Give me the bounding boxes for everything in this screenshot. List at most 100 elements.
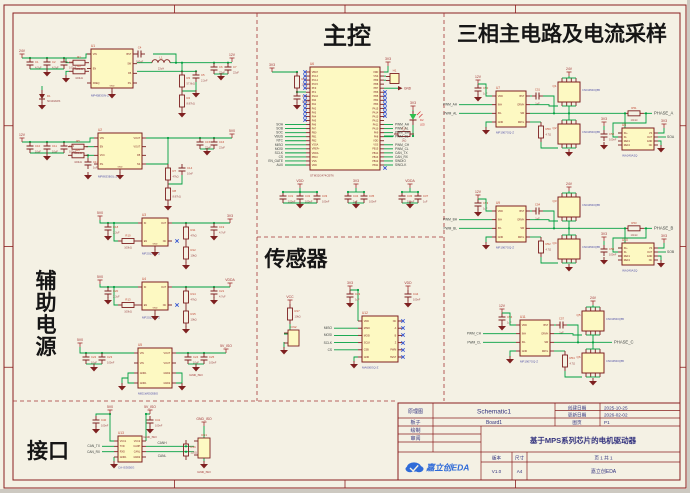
- wire[interactable]: [478, 198, 492, 212]
- power-flag-3V3[interactable]: 3V3: [601, 232, 607, 241]
- wire[interactable]: [509, 350, 516, 357]
- power-flag-3V3[interactable]: 3V3: [385, 57, 391, 66]
- power-flag-5V0[interactable]: 5V0: [97, 275, 103, 284]
- capacitor-C1[interactable]: C14.7uF: [26, 58, 43, 70]
- gnd-symbol[interactable]: [164, 203, 172, 211]
- net-label[interactable]: PWM_CL: [467, 340, 481, 344]
- net-label-phase[interactable]: PHASE_B: [654, 226, 674, 231]
- no-connect-marker[interactable]: [175, 239, 179, 243]
- no-connect-marker[interactable]: [383, 106, 387, 110]
- wire[interactable]: [612, 113, 647, 138]
- wire[interactable]: [153, 53, 177, 63]
- power-flag-3V3[interactable]: 3V3: [661, 119, 667, 128]
- power-flag-VDD[interactable]: VDD: [404, 281, 412, 290]
- no-connect-marker[interactable]: [303, 110, 307, 114]
- no-connect-marker[interactable]: [401, 341, 405, 345]
- gnd-symbol[interactable]: [406, 201, 414, 209]
- power-flag-5V0[interactable]: 5V0: [107, 405, 113, 414]
- wire[interactable]: [658, 128, 665, 134]
- power-flag-GND_ISO[interactable]: GND_ISO: [196, 417, 212, 426]
- no-connect-marker[interactable]: [303, 102, 307, 106]
- no-connect-marker[interactable]: [303, 74, 307, 78]
- no-connect-marker[interactable]: [303, 86, 307, 90]
- net-label[interactable]: SWDIO: [395, 159, 406, 163]
- power-flag-5V0[interactable]: 5V0: [97, 211, 103, 220]
- wire[interactable]: [658, 243, 665, 249]
- connector-H1[interactable]: H1: [386, 69, 400, 84]
- wire[interactable]: [658, 255, 662, 261]
- power-flag-12V[interactable]: 12V: [475, 190, 482, 199]
- net-label[interactable]: PWM_BL: [444, 226, 458, 230]
- net-label[interactable]: AUX: [276, 163, 283, 167]
- net-label[interactable]: PWM_AL: [444, 111, 458, 115]
- net-label[interactable]: PWM_BL: [395, 135, 409, 139]
- wire[interactable]: [121, 377, 128, 384]
- gnd-symbol[interactable]: GND_ISO: [143, 426, 157, 439]
- gnd-symbol[interactable]: [90, 364, 98, 372]
- gnd-symbol[interactable]: [116, 172, 124, 180]
- gnd-symbol[interactable]: [474, 209, 482, 217]
- net-label[interactable]: PWM_AL: [395, 127, 409, 131]
- power-flag-VDD[interactable]: VDD: [296, 179, 304, 188]
- gnd-symbol[interactable]: [151, 249, 159, 257]
- gnd-symbol[interactable]: [565, 264, 573, 272]
- net-label-phase[interactable]: PHASE_C: [614, 340, 634, 345]
- wire[interactable]: [353, 356, 358, 362]
- gnd-symbol[interactable]: [482, 242, 490, 250]
- gnd-symbol[interactable]: [210, 233, 218, 241]
- power-flag-3V3[interactable]: 3V3: [269, 63, 275, 72]
- gnd-symbol[interactable]: [280, 347, 288, 355]
- no-connect-marker[interactable]: [401, 326, 405, 330]
- gnd-symbol[interactable]: [151, 313, 159, 321]
- gnd-symbol[interactable]: [178, 110, 186, 118]
- no-connect-marker[interactable]: [383, 110, 387, 114]
- gnd-symbol[interactable]: [296, 201, 304, 209]
- net-label[interactable]: PWM_AH: [443, 103, 458, 107]
- gnd-symbol[interactable]: [43, 153, 51, 161]
- net-label[interactable]: SCLK: [324, 341, 333, 345]
- no-connect-marker[interactable]: [383, 114, 387, 118]
- wire[interactable]: [65, 70, 69, 75]
- wire[interactable]: [485, 121, 492, 128]
- gnd-symbol[interactable]: [108, 91, 116, 99]
- net-label[interactable]: CANL: [158, 454, 167, 458]
- gnd-symbol[interactable]: [118, 383, 126, 391]
- power-flag-24V[interactable]: 24V: [566, 67, 573, 76]
- wire[interactable]: [384, 66, 389, 73]
- no-connect-marker[interactable]: [303, 114, 307, 118]
- gnd-symbol[interactable]: [600, 257, 608, 265]
- net-label[interactable]: CAN_TX: [87, 444, 100, 448]
- wire[interactable]: [530, 219, 558, 222]
- gnd-symbol[interactable]: [498, 323, 506, 331]
- no-connect-marker[interactable]: [383, 102, 387, 106]
- gnd-symbol[interactable]: [293, 102, 301, 110]
- power-flag-5V0[interactable]: 5V0: [229, 129, 235, 138]
- ic-U12[interactable]: VDDMISOMOSISCLKCSBGNDNCABZPWMTESTU12MA60…: [358, 311, 402, 370]
- net-label[interactable]: CS: [279, 155, 283, 159]
